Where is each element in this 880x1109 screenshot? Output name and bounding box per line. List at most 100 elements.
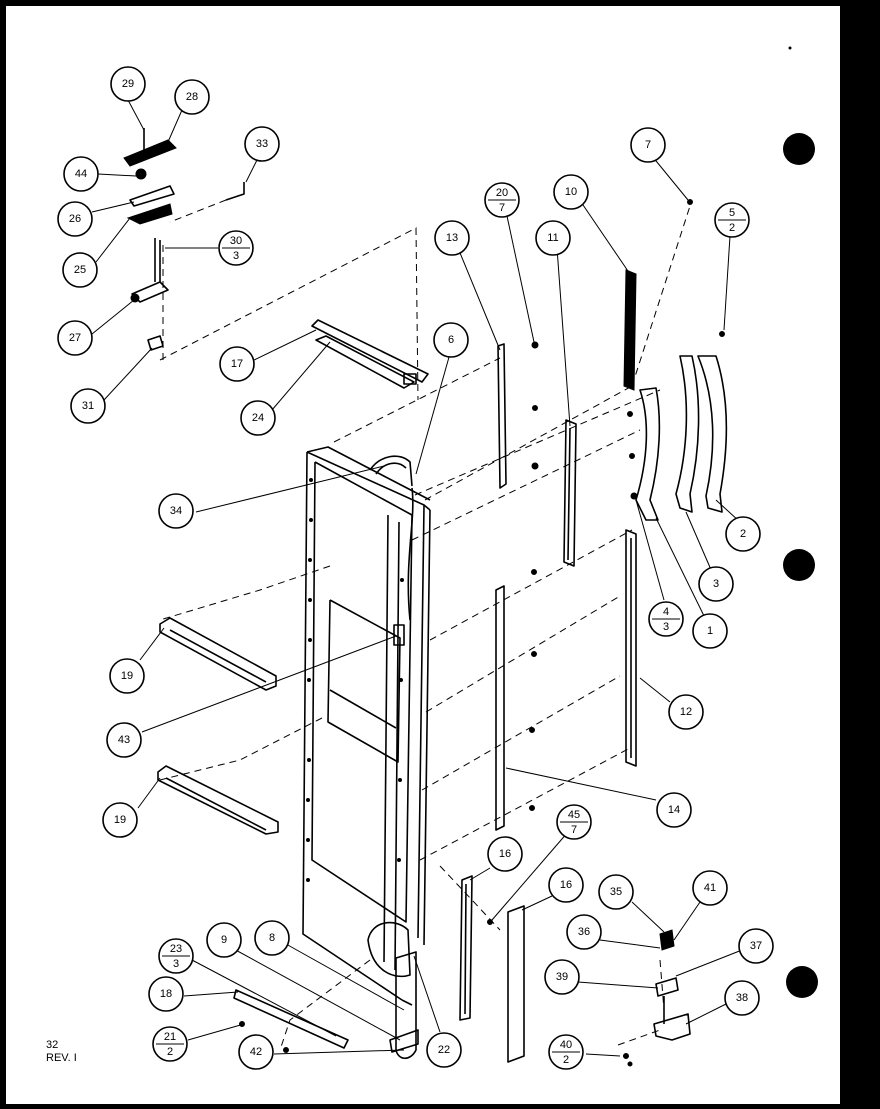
svg-text:38: 38 <box>736 992 748 1004</box>
top-cap <box>311 319 429 389</box>
callout-40-2: 402 <box>548 1034 584 1070</box>
svg-text:18: 18 <box>160 988 172 1000</box>
callout-45-7: 457 <box>556 804 592 840</box>
svg-text:35: 35 <box>610 886 622 898</box>
callout-24: 24 <box>240 400 276 436</box>
binder-hole-top <box>783 133 815 165</box>
callout-23-3: 233 <box>158 938 194 974</box>
callout-11: 11 <box>535 220 571 256</box>
callout-18: 18 <box>148 976 184 1012</box>
svg-text:44: 44 <box>75 168 87 180</box>
svg-text:36: 36 <box>578 926 590 938</box>
svg-text:19: 19 <box>121 670 133 682</box>
callout-10: 10 <box>553 174 589 210</box>
svg-text:9: 9 <box>221 934 227 946</box>
trim-strips <box>233 269 637 1063</box>
svg-text:3: 3 <box>173 958 179 970</box>
svg-text:42: 42 <box>250 1046 262 1058</box>
svg-text:39: 39 <box>556 971 568 983</box>
callout-6: 6 <box>433 322 469 358</box>
callout-39: 39 <box>544 959 580 995</box>
svg-text:17: 17 <box>231 358 243 370</box>
rivet-holes <box>306 478 404 882</box>
svg-text:3: 3 <box>713 578 719 590</box>
svg-text:2: 2 <box>167 1046 173 1058</box>
svg-text:7: 7 <box>571 824 577 836</box>
callout-20-7: 207 <box>484 182 520 218</box>
callout-30-3: 303 <box>218 230 254 266</box>
callout-4-3: 43 <box>648 601 684 637</box>
callout-3: 3 <box>698 566 734 602</box>
svg-text:19: 19 <box>114 814 126 826</box>
callout-43: 43 <box>106 722 142 758</box>
callout-19-upper: 19 <box>109 658 145 694</box>
svg-text:30: 30 <box>230 235 242 247</box>
callout-29: 29 <box>110 66 146 102</box>
callout-5-2: 52 <box>714 202 750 238</box>
svg-text:12: 12 <box>680 706 692 718</box>
binder-hole-bottom <box>786 966 818 998</box>
svg-text:20: 20 <box>496 187 508 199</box>
svg-text:33: 33 <box>256 138 268 150</box>
svg-text:27: 27 <box>69 332 81 344</box>
svg-text:4: 4 <box>663 606 669 618</box>
svg-text:45: 45 <box>568 809 580 821</box>
svg-text:3: 3 <box>233 250 239 262</box>
speck <box>788 46 792 50</box>
callout-12: 12 <box>668 694 704 730</box>
callout-34: 34 <box>158 493 194 529</box>
svg-text:23: 23 <box>170 943 182 955</box>
callout-38: 38 <box>724 980 760 1016</box>
page-number: 32 <box>46 1039 58 1051</box>
svg-text:16: 16 <box>499 848 511 860</box>
top-hinge-assembly <box>123 128 245 351</box>
callout-2: 2 <box>725 516 761 552</box>
callout-28: 28 <box>174 79 210 115</box>
svg-text:2: 2 <box>740 528 746 540</box>
callout-22: 22 <box>426 1032 462 1068</box>
callout-1: 1 <box>692 613 728 649</box>
callout-33: 33 <box>244 126 280 162</box>
svg-text:22: 22 <box>438 1044 450 1056</box>
svg-text:14: 14 <box>668 804 680 816</box>
callout-16-right: 16 <box>548 867 584 903</box>
wire-harness <box>369 455 414 621</box>
svg-text:25: 25 <box>74 264 86 276</box>
callout-17: 17 <box>219 346 255 382</box>
revision-label: REV. I <box>46 1052 77 1064</box>
callout-31: 31 <box>70 388 106 424</box>
svg-text:31: 31 <box>82 400 94 412</box>
callout-41: 41 <box>692 870 728 906</box>
svg-text:6: 6 <box>448 334 454 346</box>
svg-text:8: 8 <box>269 932 275 944</box>
callout-8: 8 <box>254 920 290 956</box>
door-handles <box>635 355 728 521</box>
callout-42: 42 <box>238 1034 274 1070</box>
callout-36: 36 <box>566 914 602 950</box>
svg-text:29: 29 <box>122 78 134 90</box>
svg-text:21: 21 <box>164 1031 176 1043</box>
callout-21-2: 212 <box>152 1026 188 1062</box>
callout-9: 9 <box>206 922 242 958</box>
svg-text:7: 7 <box>499 202 505 214</box>
callout-44: 44 <box>63 156 99 192</box>
callout-7: 7 <box>630 127 666 163</box>
callout-25: 25 <box>62 252 98 288</box>
callout-16-left: 16 <box>487 836 523 872</box>
svg-text:2: 2 <box>729 222 735 234</box>
callout-26: 26 <box>57 201 93 237</box>
svg-text:5: 5 <box>729 207 735 219</box>
svg-text:41: 41 <box>704 882 716 894</box>
guide-lines <box>159 205 691 1051</box>
svg-text:16: 16 <box>560 879 572 891</box>
svg-text:28: 28 <box>186 91 198 103</box>
svg-text:3: 3 <box>663 621 669 633</box>
callout-19-lower: 19 <box>102 802 138 838</box>
svg-text:43: 43 <box>118 734 130 746</box>
binder-hole-middle <box>783 549 815 581</box>
callout-37: 37 <box>738 928 774 964</box>
leader-lines <box>91 99 743 1057</box>
svg-text:7: 7 <box>645 139 651 151</box>
callout-14: 14 <box>656 792 692 828</box>
svg-text:37: 37 <box>750 940 762 952</box>
